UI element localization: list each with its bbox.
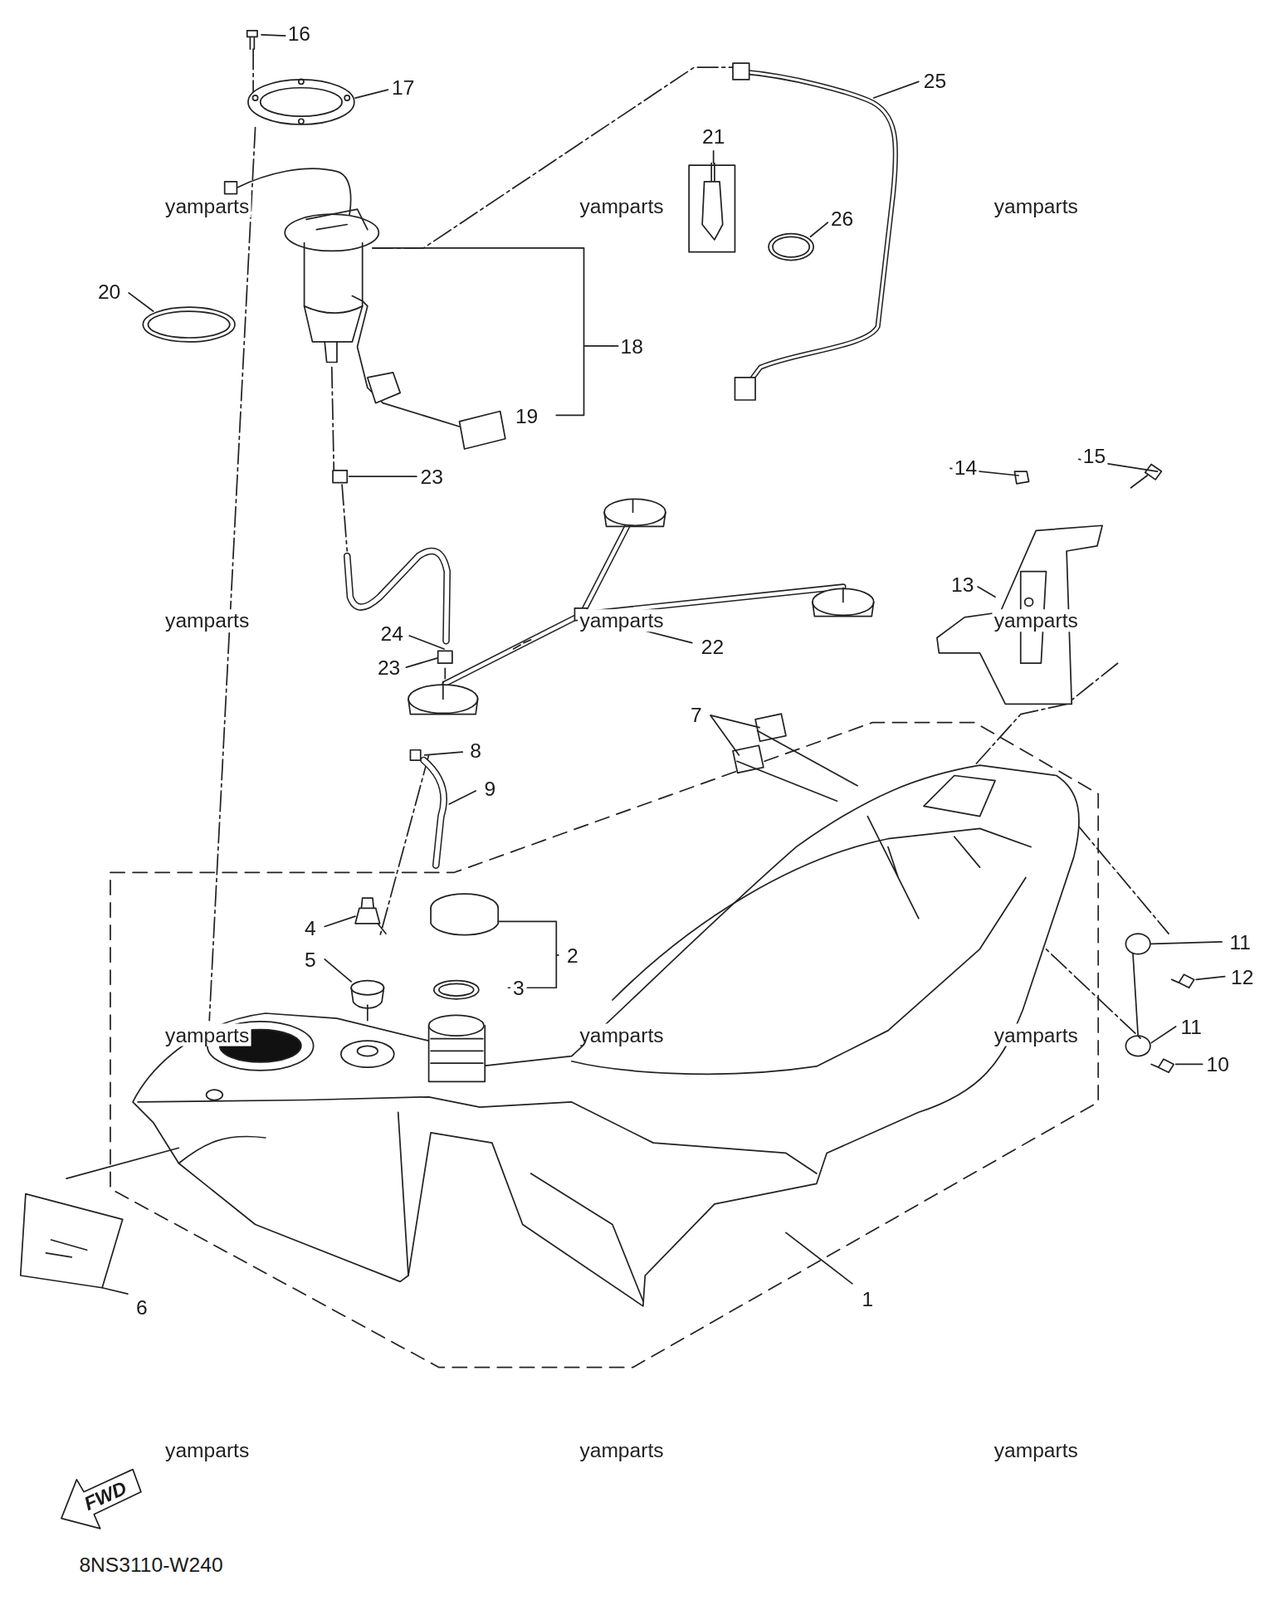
callout-number: 25 xyxy=(921,69,948,93)
watermark: yamparts xyxy=(991,609,1080,632)
callout-number: 18 xyxy=(618,334,645,357)
callout-number: 2 xyxy=(565,944,581,967)
callout-number: 3 xyxy=(510,976,527,1000)
watermark: yamparts xyxy=(577,1439,666,1462)
watermark: yamparts xyxy=(163,1024,252,1047)
callout-number: 5 xyxy=(302,948,319,972)
callout-number: 11 xyxy=(1227,931,1253,954)
watermark: yamparts xyxy=(991,1439,1080,1462)
callout-number: 7 xyxy=(688,702,704,726)
callout-number: 8 xyxy=(468,738,484,762)
watermark: yamparts xyxy=(577,1024,666,1047)
callout-number: 20 xyxy=(95,280,123,303)
callout-number: 12 xyxy=(1229,965,1256,988)
callout-number: 16 xyxy=(285,22,313,45)
callout-number: 22 xyxy=(698,635,726,659)
watermark: yamparts xyxy=(163,609,252,632)
callout-number: 17 xyxy=(390,76,417,99)
callout-number: 11 xyxy=(1178,1015,1204,1039)
callout-number: 21 xyxy=(700,125,728,148)
callout-number: 14 xyxy=(951,456,979,479)
callout-number: 1 xyxy=(859,1288,876,1311)
watermark: yamparts xyxy=(577,195,666,218)
callout-number: 15 xyxy=(1080,444,1108,468)
watermark: yamparts xyxy=(577,609,666,632)
callout-number: 10 xyxy=(1204,1053,1231,1076)
watermark: yamparts xyxy=(163,1439,252,1462)
callout-number: 24 xyxy=(378,622,406,645)
watermark: yamparts xyxy=(991,1024,1080,1047)
callout-number: 6 xyxy=(134,1296,151,1319)
callout-number: 26 xyxy=(828,207,855,230)
diagram-code: 8NS3110-W240 xyxy=(77,1553,225,1577)
callout-number: 13 xyxy=(949,573,977,596)
callout-number: 9 xyxy=(482,777,498,801)
direction-arrow-text: FWD xyxy=(79,1476,133,1516)
callout-number: 23 xyxy=(418,465,445,489)
callout-number: 4 xyxy=(302,916,319,939)
watermark: yamparts xyxy=(991,195,1080,218)
callout-number: 19 xyxy=(512,405,540,428)
watermark: yamparts xyxy=(163,195,252,218)
callout-number: 23 xyxy=(375,656,402,679)
